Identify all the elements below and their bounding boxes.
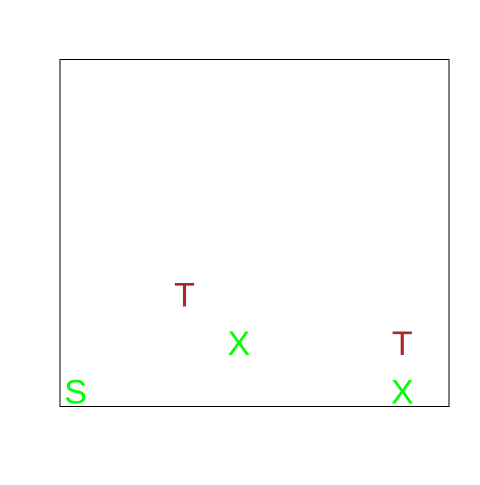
point-label-5: X	[391, 374, 414, 412]
point-label-4: T	[392, 325, 413, 363]
point-label-2: T	[174, 277, 195, 315]
plot-frame	[59, 59, 450, 407]
point-label-3: X	[228, 325, 251, 363]
point-label-1: S	[64, 374, 87, 412]
